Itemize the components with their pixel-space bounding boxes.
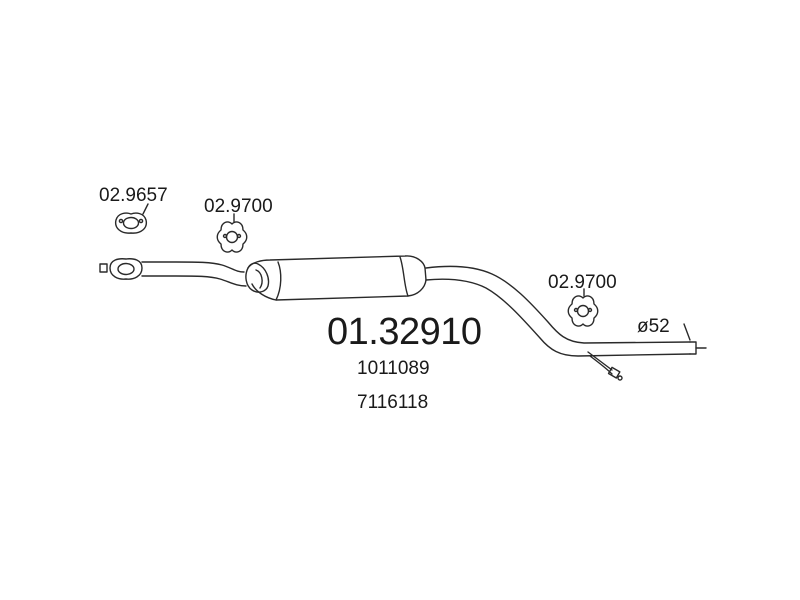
rubber-hanger-rear-icon	[567, 295, 599, 327]
part-number: 01.32910	[327, 311, 482, 353]
oem-number-2: 7116118	[357, 392, 429, 413]
gasket-icon	[114, 212, 148, 234]
gasket-leader	[142, 203, 149, 215]
outlet-diameter-label: ø52	[637, 316, 670, 337]
rear-pipe-bottom	[425, 278, 691, 357]
hanger-rear-ref-label: 02.9700	[548, 272, 617, 293]
muffler-body	[245, 255, 427, 301]
sensor-wire-icon	[587, 351, 623, 381]
front-pipe-bottom	[141, 275, 247, 287]
front-pipe-top	[141, 261, 245, 273]
diameter-leader	[683, 323, 691, 341]
rubber-hanger-front-icon	[216, 221, 248, 253]
hanger-front-ref-label: 02.9700	[204, 196, 273, 217]
gasket-ref-label: 02.9657	[99, 185, 168, 206]
inlet-flange-icon	[99, 258, 143, 280]
tail-end	[689, 341, 697, 355]
oem-number-1: 1011089	[357, 358, 430, 379]
rear-pipe-top	[425, 265, 691, 344]
